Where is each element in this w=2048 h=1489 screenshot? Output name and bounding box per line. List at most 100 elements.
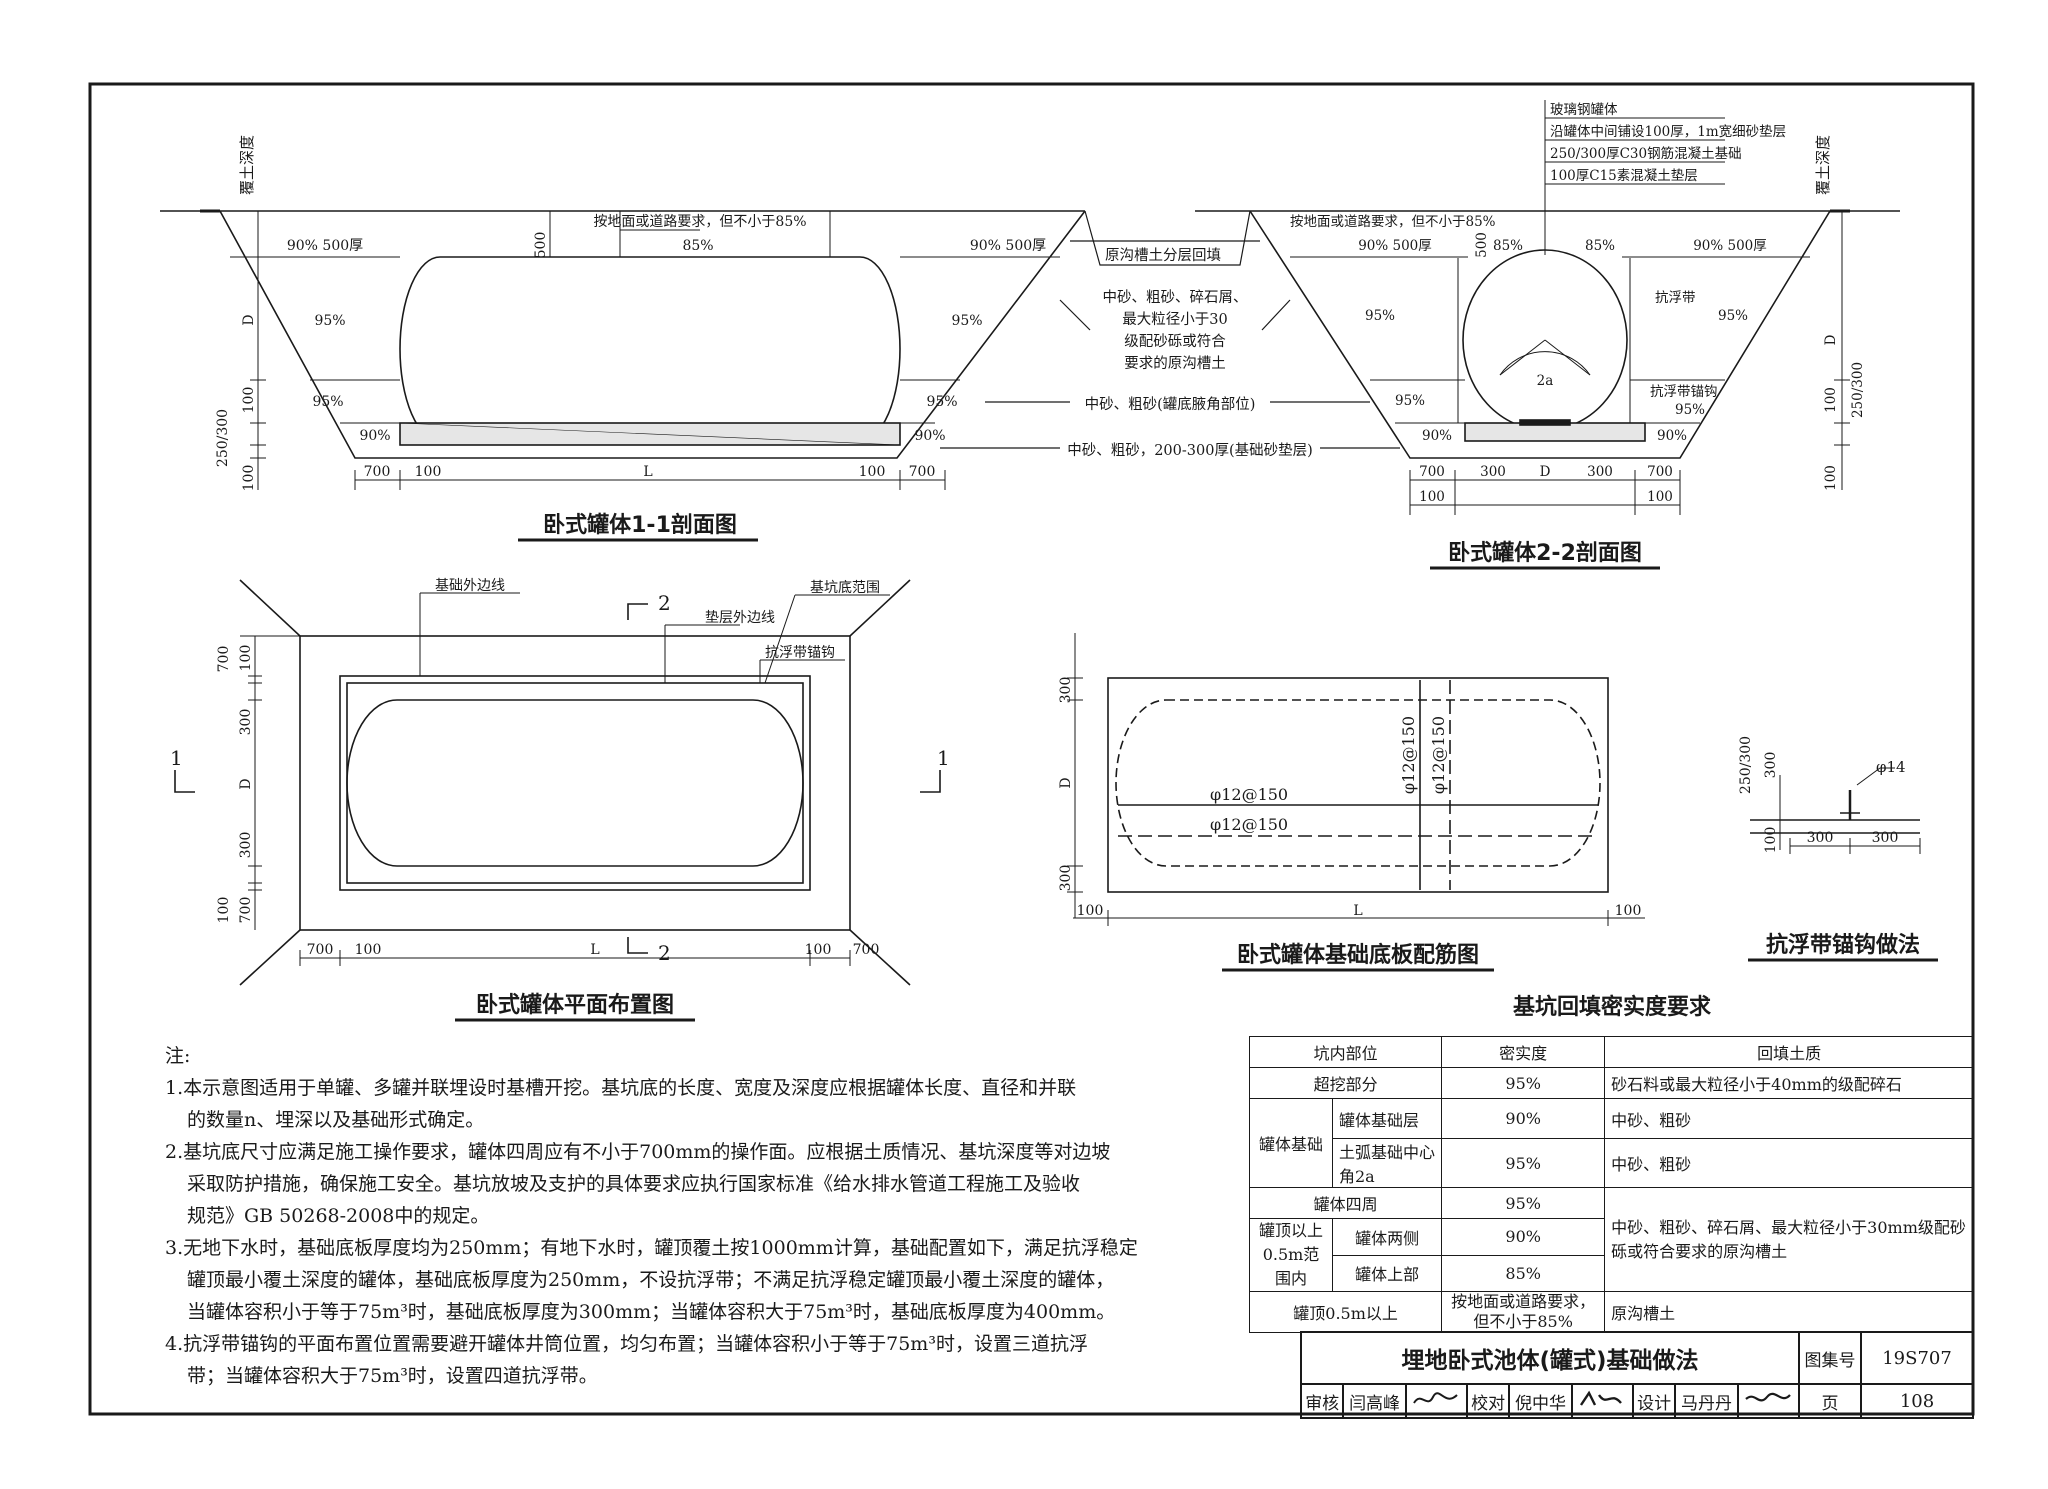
table-row: 超挖部分 95% 砂石料或最大粒径小于40mm的级配碎石 — [1248, 1067, 1974, 1099]
cell: 罐体两侧 — [1331, 1218, 1443, 1256]
material-line-3: 级配砂砾或符合 — [1124, 333, 1226, 350]
check-label: 校对 — [1465, 1383, 1511, 1419]
fill-95-left: 95% — [314, 313, 345, 329]
anchor-dim-250-300: 250/300 — [1738, 736, 1754, 794]
plan-title: 卧式罐体平面布置图 — [476, 992, 674, 1018]
table-row: 罐顶以上0.5m范围内 罐体两侧 90% — [1249, 1218, 1974, 1292]
section-2-2 — [1195, 100, 1900, 515]
anchor-text: φ14 250/300 300 100 300 300 抗浮带锚钩做法 — [1738, 736, 1920, 958]
reviewer-name: 闫高峰 — [1342, 1383, 1407, 1419]
plan-dim-100-a: 100 — [238, 645, 254, 672]
cell: 95% — [1441, 1187, 1606, 1219]
cell: 85% — [1441, 1254, 1606, 1292]
rebar-dim-300-a: 300 — [1058, 677, 1074, 704]
anchor-hook-detail — [1750, 767, 1921, 854]
callout-2: 沿罐体中间铺设100厚，1m宽细砂垫层 — [1550, 123, 1786, 140]
dim-300-right: 300 — [1587, 464, 1613, 480]
fill-90-bottom-left-2: 90% — [1422, 428, 1452, 444]
anchor-dim-300-right: 300 — [1872, 830, 1899, 846]
plan-dim-100-left: 100 — [355, 942, 382, 958]
top-req-left: 按地面或道路要求，但不小于85% — [1290, 214, 1496, 230]
section-1-1 — [160, 209, 1086, 490]
dim-D-2: D — [1540, 464, 1551, 480]
dim-D-right: D — [1823, 334, 1839, 345]
dim-100-right: 100 — [859, 464, 886, 480]
rebar-dim-L: L — [1353, 903, 1362, 919]
fill-90-500-left-2: 90% 500厚 — [1358, 238, 1432, 254]
fill-95-a: 95% — [1675, 402, 1705, 418]
cell: 土弧基础中心角2a — [1331, 1138, 1443, 1188]
cell: 罐体上部 — [1331, 1254, 1443, 1292]
header-soil: 回填土质 — [1604, 1036, 1974, 1068]
dim-250-300: 250/300 — [215, 409, 231, 467]
fill-85-b: 85% — [1585, 238, 1615, 254]
header-location: 坑内部位 — [1248, 1036, 1443, 1068]
haunch-material: 中砂、粗砂(罐底腋角部位) — [1085, 396, 1256, 413]
fill-90-bottom-right-2: 90% — [1657, 428, 1687, 444]
table-row: 坑内部位 密实度 回填土质 — [1248, 1036, 1974, 1068]
note-4b: 带；当罐体容积大于75m³时，设置四道抗浮带。 — [187, 1365, 598, 1387]
rebar-label-4: φ12@150 — [1429, 716, 1448, 794]
rebar-dim-300-b: 300 — [1058, 865, 1074, 892]
reviewer-signature — [1404, 1383, 1468, 1419]
fill-85: 85% — [682, 238, 713, 254]
table-row: 罐体四周 95% 中砂、粗砂、碎石屑、最大粒径小于30mm级配砂砾或符合要求的原… — [1248, 1187, 1974, 1292]
cover-depth-label: 覆土深度 — [238, 135, 256, 195]
plan-dim-L: L — [590, 942, 599, 958]
fill-90-500-right-2: 90% 500厚 — [1693, 238, 1767, 254]
rebar-dim-100-right: 100 — [1615, 903, 1642, 919]
callout-4: 100厚C15素混凝土垫层 — [1550, 168, 1698, 184]
dim-250-300-right: 250/300 — [1850, 362, 1866, 418]
cushion-material: 中砂、粗砂，200-300厚(基础砂垫层) — [1067, 442, 1313, 459]
rebar-dims: 300 D 300 100 L 100 卧式罐体基础底板配筋图 — [1058, 677, 1641, 968]
header-compaction: 密实度 — [1441, 1036, 1606, 1068]
page-number: 108 — [1860, 1383, 1974, 1419]
middle-backfill-annotation — [940, 210, 1400, 449]
section-1-1-text: 覆土深度 按地面或道路要求，但不小于85% 90% 500厚 85% 90% 5… — [215, 135, 1046, 538]
dim-500: 500 — [533, 232, 549, 259]
note-2c: 规范》GB 50268-2008中的规定。 — [187, 1205, 490, 1227]
cut-1-left: 1 — [170, 746, 183, 770]
fill-95-left-2: 95% — [1365, 308, 1395, 324]
review-label: 审核 — [1299, 1383, 1345, 1419]
backfill-label: 原沟槽土分层回填 — [1105, 247, 1221, 264]
cell: 中砂、粗砂、碎石屑、最大粒径小于30mm级配砂砾或符合要求的原沟槽土 — [1604, 1187, 1974, 1292]
section-1-1-title: 卧式罐体1-1剖面图 — [543, 512, 737, 538]
note-2a: 2.基坑底尺寸应满足施工操作要求，罐体四周应有不小于700mm的操作面。应根据土… — [165, 1141, 1111, 1163]
cell: 中砂、粗砂 — [1604, 1098, 1974, 1139]
material-line-2: 最大粒径小于30 — [1122, 311, 1227, 328]
design-label: 设计 — [1631, 1383, 1677, 1419]
cell: 超挖部分 — [1248, 1067, 1443, 1099]
note-1b: 的数量n、埋深以及基础形式确定。 — [187, 1109, 485, 1131]
note-3a: 3.无地下水时，基础底板厚度均为250mm；有地下水时，罐顶覆土按1000mm计… — [165, 1237, 1138, 1259]
anchor-phi-label: φ14 — [1876, 758, 1906, 776]
pit-range-label: 基坑底范围 — [810, 579, 880, 596]
cell: 按地面或道路要求，但不小于85% — [1441, 1291, 1606, 1333]
plan-dim-300-a: 300 — [238, 709, 254, 736]
cell: 原沟槽土 — [1604, 1291, 1974, 1333]
anchor-dim-300: 300 — [1763, 752, 1779, 779]
anchor-label: 抗浮带锚钩 — [1650, 384, 1718, 400]
dim-100-right-v: 100 — [1823, 387, 1839, 413]
dim-100-b: 100 — [241, 465, 257, 492]
table-row: 罐体上部 85% — [1250, 1254, 1974, 1292]
fill-95-right: 95% — [951, 313, 982, 329]
rebar-text: φ12@150 φ12@150 φ12@150 φ12@150 — [1210, 716, 1448, 834]
cell: 95% — [1441, 1067, 1606, 1099]
dim-700-right: 700 — [909, 464, 936, 480]
section-2-2-title: 卧式罐体2-2剖面图 — [1448, 540, 1642, 566]
material-line-1: 中砂、粗砂、碎石屑、 — [1103, 289, 1248, 306]
fill-90-bottom-right: 90% — [914, 428, 945, 444]
fill-95-bottom-left-2: 95% — [1395, 393, 1425, 409]
notes-block: 注: 1.本示意图适用于单罐、多罐并联埋设时基槽开挖。基坑底的长度、宽度及深度应… — [165, 1040, 1215, 1392]
table-row: 罐体基础 罐体基础层 90% 中砂、粗砂 — [1249, 1098, 1974, 1188]
notes-head: 注: — [165, 1045, 191, 1067]
dim-100-left: 100 — [415, 464, 442, 480]
table-title: 基坑回填密实度要求 — [1513, 994, 1711, 1020]
dim-700-left-2: 700 — [1419, 464, 1445, 480]
cell: 罐体四周 — [1248, 1187, 1443, 1219]
atlas-number: 19S707 — [1860, 1331, 1974, 1385]
callout-3: 250/300厚C30钢筋混凝土基础 — [1550, 145, 1742, 162]
dim-700-right-2: 700 — [1647, 464, 1673, 480]
fill-85-a: 85% — [1493, 238, 1523, 254]
